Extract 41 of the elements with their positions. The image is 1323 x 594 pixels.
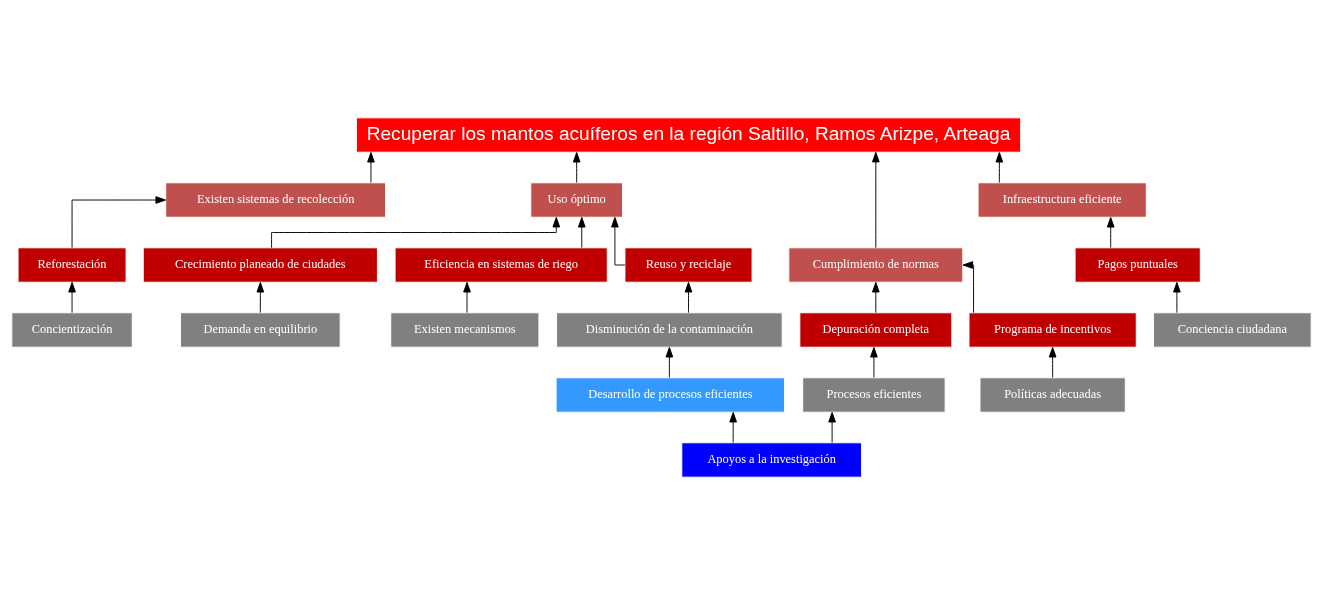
node-box: Procesos eficientes	[802, 376, 946, 413]
arrow	[962, 260, 975, 313]
node-box: Crecimiento planeado de ciudades	[142, 246, 378, 283]
node-box: Pagos puntuales	[1074, 246, 1201, 283]
arrow	[665, 346, 674, 378]
node-box: Depuración completa	[799, 311, 953, 348]
arrow	[572, 151, 581, 183]
arrow	[611, 216, 626, 265]
arrow	[463, 281, 471, 313]
arrow	[1173, 281, 1181, 313]
arrow	[1048, 346, 1057, 378]
arrow	[1106, 216, 1115, 248]
node-box: Programa de incentivos	[968, 311, 1137, 348]
node-box: Apoyos a la investigación	[681, 441, 862, 478]
node-box: Conciencia ciudadana	[1153, 311, 1312, 348]
node-box: Existen sistemas de recolección	[165, 181, 386, 218]
arrow	[256, 281, 265, 313]
node-box: Reuso y reciclaje	[624, 246, 753, 283]
arrow	[995, 151, 1004, 183]
arrow	[870, 346, 878, 378]
arrow	[872, 281, 880, 313]
arrow	[68, 281, 76, 313]
node-box: Demanda en equilibrio	[180, 311, 341, 348]
node-box: Recuperar los mantos acuíferos en la región Saltillo, Ramos Arizpe, Arteaga	[355, 116, 1022, 153]
arrow	[577, 216, 586, 248]
node-box: Existen mecanismos	[390, 311, 540, 348]
arrow	[684, 281, 693, 313]
arrow	[71, 195, 166, 248]
node-box: Políticas adecuadas	[979, 376, 1126, 413]
node-box: Reforestación	[17, 246, 127, 283]
node-box: Uso óptimo	[530, 181, 624, 218]
arrow	[367, 151, 375, 183]
arrow	[729, 411, 737, 443]
node-box: Cumplimiento de normas	[788, 246, 964, 283]
node-box: Disminución de la contaminación	[556, 311, 783, 348]
node-box: Desarrollo de procesos eficientes	[555, 376, 786, 413]
node-box: Infraestructura eficiente	[977, 181, 1147, 218]
node-box: Concientización	[11, 311, 133, 348]
arrow	[828, 411, 836, 443]
arrow	[872, 151, 880, 248]
node-box: Eficiencia en sistemas de riego	[394, 246, 608, 283]
